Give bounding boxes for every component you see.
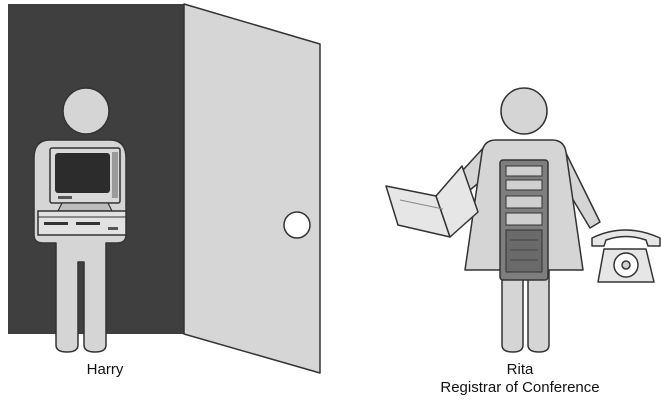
tower-front-panel [506, 230, 542, 272]
drive-slot-1 [44, 222, 68, 225]
phone-dial-center [622, 261, 630, 269]
harry-name-label: Harry [40, 361, 170, 379]
monitor-stand [58, 203, 112, 211]
open-folder-icon [386, 166, 478, 237]
crt-computer-icon [38, 148, 126, 235]
doorknob-icon [284, 212, 310, 238]
harry-head [63, 88, 109, 134]
monitor-buttons [58, 196, 72, 199]
monitor-side [112, 152, 118, 198]
rita-head [501, 88, 547, 134]
power-light [108, 227, 118, 230]
monitor-screen [55, 153, 110, 193]
tower-drive-bay-3 [506, 196, 542, 208]
rita-right-leg [528, 270, 549, 352]
rita-caption: Rita Registrar of Conference [420, 361, 620, 397]
tower-drive-bay-1 [506, 166, 542, 176]
harry-caption: Harry [40, 361, 170, 379]
drive-slot-2 [76, 222, 100, 225]
door-panel [184, 4, 320, 373]
rita-name-label: Rita [420, 361, 620, 379]
tower-drive-bay-4 [506, 213, 542, 225]
rita-left-leg [502, 270, 523, 352]
rita-role-label: Registrar of Conference [420, 379, 620, 397]
telephone-icon [592, 230, 660, 282]
tower-drive-bay-2 [506, 180, 542, 190]
tower-server-icon [500, 160, 548, 280]
phone-handset [592, 230, 660, 246]
